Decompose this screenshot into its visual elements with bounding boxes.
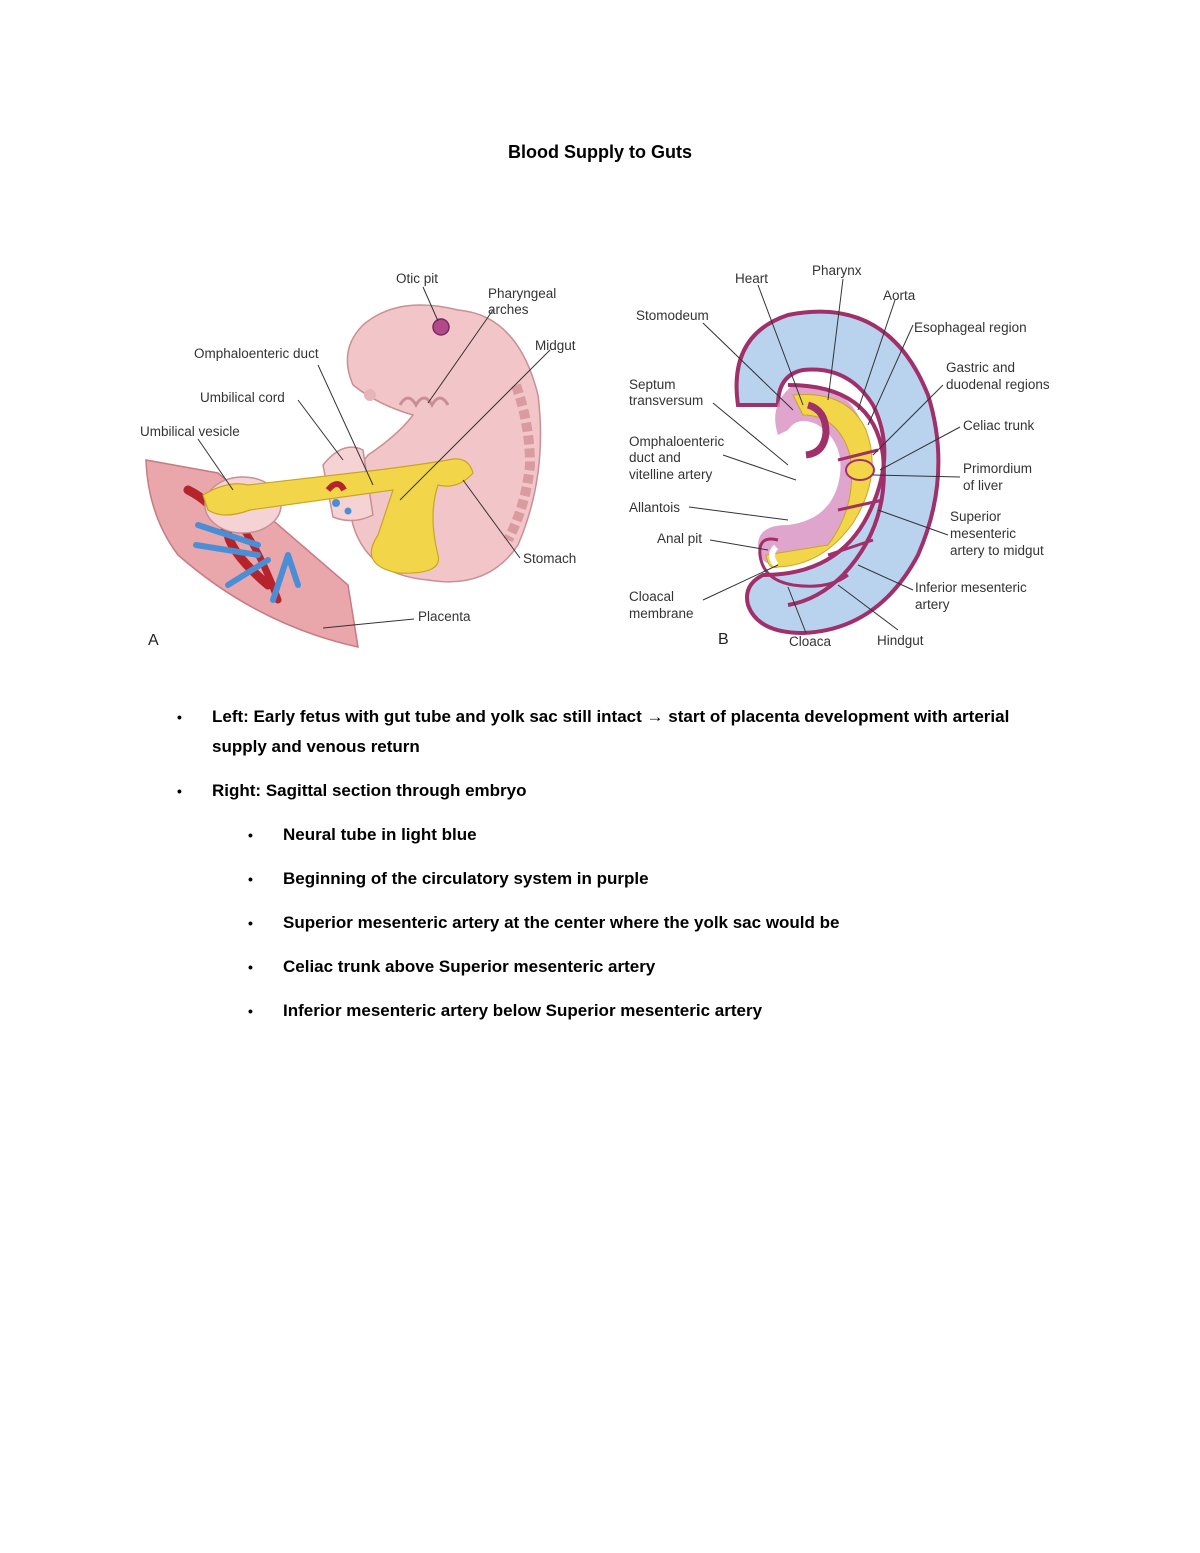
label-aorta: Aorta [883,288,916,303]
label-septum-1: Septum [629,377,676,392]
bullet-dot: • [177,783,182,799]
label-ima-2: artery [915,597,950,612]
sub-bullet-circulatory: • Beginning of the circulatory system in… [0,864,1200,894]
bullet-dot: • [248,827,253,843]
bullet-dot: • [248,959,253,975]
sub-bullet-text: Inferior mesenteric artery below Superio… [283,1001,763,1020]
panel-a-letter: A [148,632,159,649]
bullet-left-text-rest: start of placenta development with arter… [212,707,1010,756]
panel-b-illustration: Heart Pharynx Aorta Stomodeum Esophageal… [629,263,1050,649]
sub-bullet-text: Celiac trunk above Superior mesenteric a… [283,957,656,976]
sub-bullet-neural-tube: • Neural tube in light blue [0,820,1200,850]
label-umbilical-vesicle: Umbilical vesicle [140,424,240,439]
panel-b-letter: B [718,631,729,648]
panel-a-illustration: Otic pit Pharyngeal arches Omphaloenteri… [140,271,576,649]
sub-bullet-text: Neural tube in light blue [283,825,477,844]
label-esophageal-region: Esophageal region [914,320,1027,335]
label-omph-1: Omphaloenteric [629,434,725,449]
label-primordium-1: Primordium [963,461,1032,476]
embryo-figure-svg: Otic pit Pharyngeal arches Omphaloenteri… [140,263,1050,649]
sub-bullet-sma: • Superior mesenteric artery at the cent… [0,908,1200,938]
label-sma-3: artery to midgut [950,543,1044,558]
label-hindgut: Hindgut [877,633,924,648]
label-placenta: Placenta [418,609,471,624]
label-stomach: Stomach [523,551,576,566]
label-omph-2: duct and [629,450,681,465]
label-primordium-2: of liver [963,478,1003,493]
label-pharyngeal-arches-2: arches [488,302,529,317]
bullet-dot: • [177,709,182,725]
label-anal-pit: Anal pit [657,531,702,546]
sub-bullet-text: Beginning of the circulatory system in p… [283,869,649,888]
label-cloacal-2: membrane [629,606,694,621]
sub-bullet-ima: • Inferior mesenteric artery below Super… [0,996,1200,1026]
embryo-figure: Otic pit Pharyngeal arches Omphaloenteri… [138,255,1068,655]
label-septum-2: transversum [629,393,703,408]
bullet-right: • Right: Sagittal section through embryo [0,776,1200,806]
label-sma-1: Superior [950,509,1002,524]
label-gastric-1: Gastric and [946,360,1015,375]
bullet-dot: • [248,915,253,931]
label-umbilical-cord: Umbilical cord [200,390,285,405]
bullet-list: • Left: Early fetus with gut tube and yo… [0,702,1200,1040]
label-cloaca: Cloaca [789,634,832,649]
label-heart: Heart [735,271,768,286]
bullet-dot: • [248,1003,253,1019]
page-title: Blood Supply to Guts [508,142,692,162]
label-omph-3: vitelline artery [629,467,713,482]
label-omphaloenteric-duct: Omphaloenteric duct [194,346,319,361]
label-sma-2: mesenteric [950,526,1016,541]
bullet-left-text: Left: Early fetus with gut tube and yolk… [212,707,642,726]
bullet-right-text: Right: Sagittal section through embryo [212,781,527,800]
label-stomodeum: Stomodeum [636,308,709,323]
sub-bullet-celiac: • Celiac trunk above Superior mesenteric… [0,952,1200,982]
label-cloacal-1: Cloacal [629,589,674,604]
label-allantois: Allantois [629,500,680,515]
label-ima-1: Inferior mesenteric [915,580,1027,595]
sub-bullet-text: Superior mesenteric artery at the center… [283,913,840,932]
bullet-left: • Left: Early fetus with gut tube and yo… [0,702,1200,762]
label-otic-pit: Otic pit [396,271,438,286]
arrow-icon: → [646,707,664,726]
label-gastric-2: duodenal regions [946,377,1050,392]
label-pharynx: Pharynx [812,263,862,278]
label-pharyngeal-arches-1: Pharyngeal [488,286,556,301]
bullet-dot: • [248,871,253,887]
label-midgut: Midgut [535,338,576,353]
label-celiac-trunk: Celiac trunk [963,418,1035,433]
